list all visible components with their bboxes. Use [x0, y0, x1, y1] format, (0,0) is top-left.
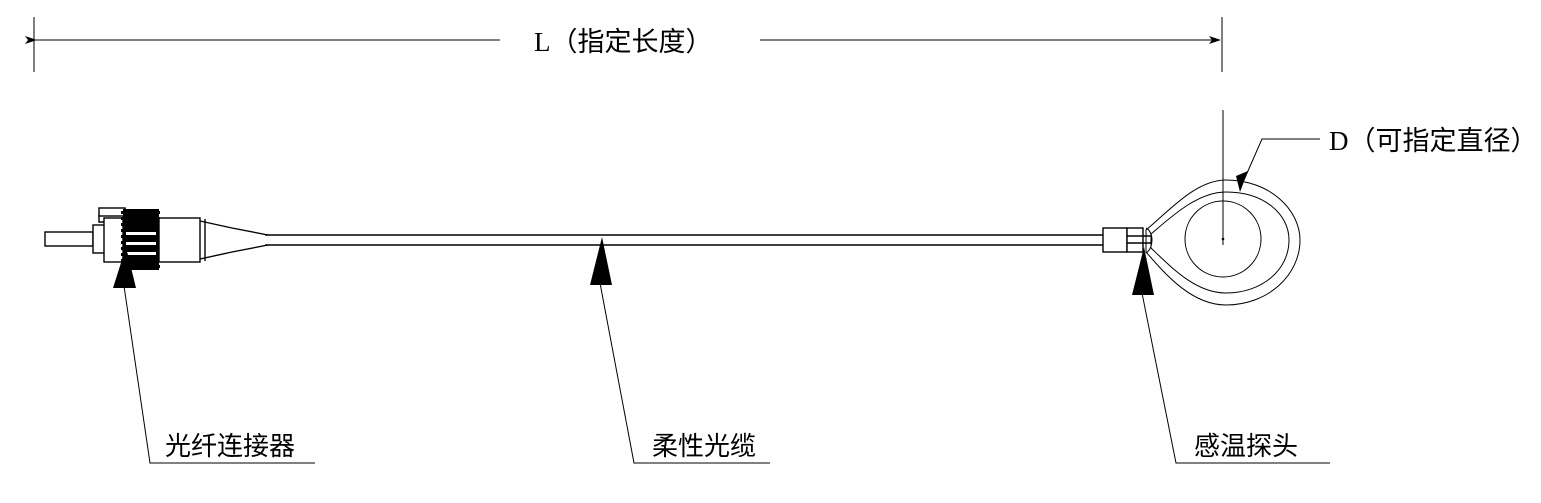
connector-rear-body [158, 217, 201, 263]
dimension-label-diameter: D（可指定直径） [1329, 126, 1538, 156]
callout-connector-label: 光纤连接器 [165, 432, 295, 461]
strain-relief-boot-bottom [199, 244, 269, 260]
ferrule-flange [92, 224, 106, 254]
crimp-ferrule [1102, 227, 1128, 253]
callout-connector-arrowhead [113, 247, 136, 288]
ferrule-tip [44, 231, 94, 247]
diameter-leader-line [1243, 138, 1320, 181]
callout-probe-arrowhead [1132, 247, 1154, 295]
probe-sensing-ring [1184, 200, 1262, 278]
callout-cable-label: 柔性光缆 [652, 432, 756, 461]
callout-probe-leader [1141, 292, 1330, 464]
probe-inner-teardrop [1150, 191, 1290, 294]
fiber-optic-connector [44, 207, 269, 270]
connector-front-body [103, 217, 124, 263]
callout-connector-leader [123, 285, 315, 464]
callout-probe-label: 感温探头 [1194, 432, 1298, 461]
dimension-label-length: L（指定长度） [534, 27, 713, 57]
callout-cable-leader [599, 282, 770, 464]
probe-outer-teardrop [1145, 179, 1301, 306]
callout-fiber-optic-connector: 光纤连接器 [113, 247, 315, 464]
dimension-length-L: L（指定长度） [25, 17, 1223, 72]
flexible-optical-cable [265, 234, 1106, 246]
dimension-diameter-D: D（可指定直径） [1222, 110, 1538, 245]
probe-crimp-sleeve [1102, 227, 1152, 253]
callout-temperature-sensing-probe: 感温探头 [1132, 247, 1330, 464]
callout-flexible-optical-cable: 柔性光缆 [590, 237, 770, 464]
strain-relief-boot-top [199, 220, 269, 236]
crimp-collar [1126, 227, 1144, 253]
temperature-sensing-probe [1145, 179, 1301, 306]
probe-apex-eyelet [1145, 227, 1153, 254]
probe-center-mark [1221, 237, 1225, 241]
callout-cable-arrowhead [590, 237, 612, 285]
knurl-stripes [126, 232, 156, 255]
